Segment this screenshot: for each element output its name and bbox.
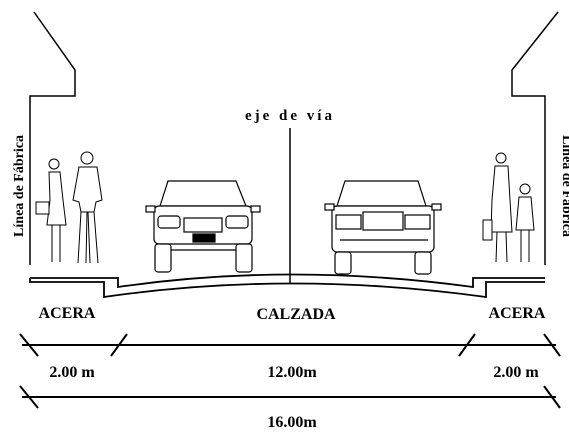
car-rear-icon <box>324 180 442 275</box>
left-facade-label: Línea de Fábrica <box>12 135 27 237</box>
pedestrian-group-left <box>35 151 103 264</box>
dim-roadway: 12.00m <box>267 364 317 381</box>
pedestrian-woman-icon <box>35 158 67 262</box>
left-sidewalk-label: ACERA <box>39 305 96 322</box>
dim-total: 16.00m <box>267 414 317 431</box>
right-sidewalk-label: ACERA <box>489 305 546 322</box>
right-facade-label: Línea de Fábrica <box>559 135 569 237</box>
axis-label: eje de vía <box>245 108 335 124</box>
total-dimension-line <box>19 385 561 409</box>
pedestrian-child-icon <box>515 183 535 262</box>
dim-right-sidewalk: 2.00 m <box>493 364 539 381</box>
dim-left-sidewalk: 2.00 m <box>49 364 95 381</box>
car-front-icon <box>145 180 261 273</box>
street-profile-top <box>30 273 545 289</box>
right-building-outline <box>511 11 559 265</box>
pedestrian-man-icon <box>72 151 103 264</box>
pedestrian-adult-icon <box>482 152 513 263</box>
partial-dimension-line <box>19 333 561 357</box>
street-profile-bottom <box>29 278 545 299</box>
left-building-outline <box>29 11 76 265</box>
roadway-label: CALZADA <box>256 306 336 323</box>
pedestrian-group-right <box>482 152 535 263</box>
